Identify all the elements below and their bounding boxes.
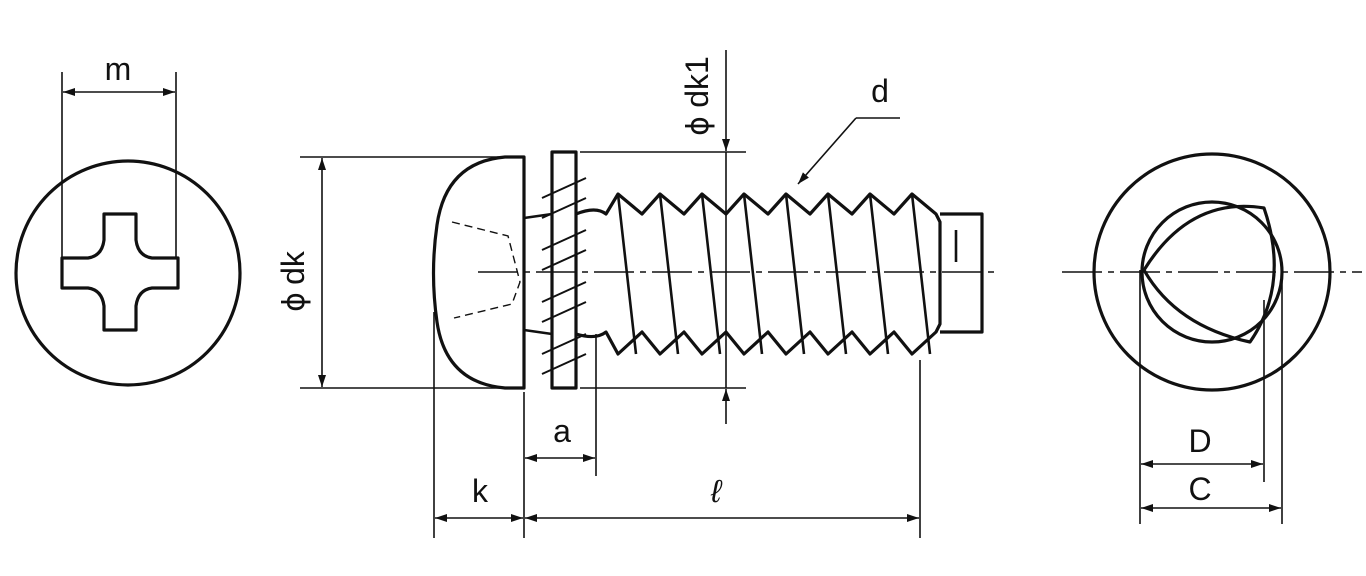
thread-profile [575, 192, 942, 356]
label-dk: dk [275, 250, 311, 285]
end-view: D C [1062, 152, 1362, 524]
label-m: m [105, 51, 132, 87]
label-d: d [871, 73, 889, 109]
label-dk1: dk1 [679, 56, 715, 108]
label-C: C [1188, 471, 1211, 507]
trilobular-profile [1142, 204, 1276, 344]
label-phi-dk-symbol: ϕ [277, 292, 312, 312]
label-phi-dk1-symbol: ϕ [681, 116, 716, 136]
washer-outline [550, 150, 578, 390]
screw-side-view [431, 150, 1000, 390]
label-k: k [472, 473, 489, 509]
label-D: D [1188, 423, 1211, 459]
dim-l: ℓ [525, 360, 921, 538]
label-a: a [553, 413, 571, 449]
head-outline-circle [14, 159, 242, 387]
head-top-view: m [14, 51, 242, 387]
dim-a: a [523, 334, 597, 538]
pan-head-outline [431, 155, 526, 390]
phillips-recess-icon [60, 212, 180, 332]
dim-dk1: ϕ dk1 [580, 50, 746, 424]
dim-k: k [433, 312, 523, 538]
dim-d: d [797, 73, 900, 185]
label-l: ℓ [710, 473, 723, 509]
washer [541, 150, 587, 390]
thread-crest-lines [616, 193, 932, 355]
recess-hidden-line [451, 221, 521, 319]
pilot-point [940, 212, 984, 334]
dim-dk: ϕ dk [275, 156, 508, 389]
